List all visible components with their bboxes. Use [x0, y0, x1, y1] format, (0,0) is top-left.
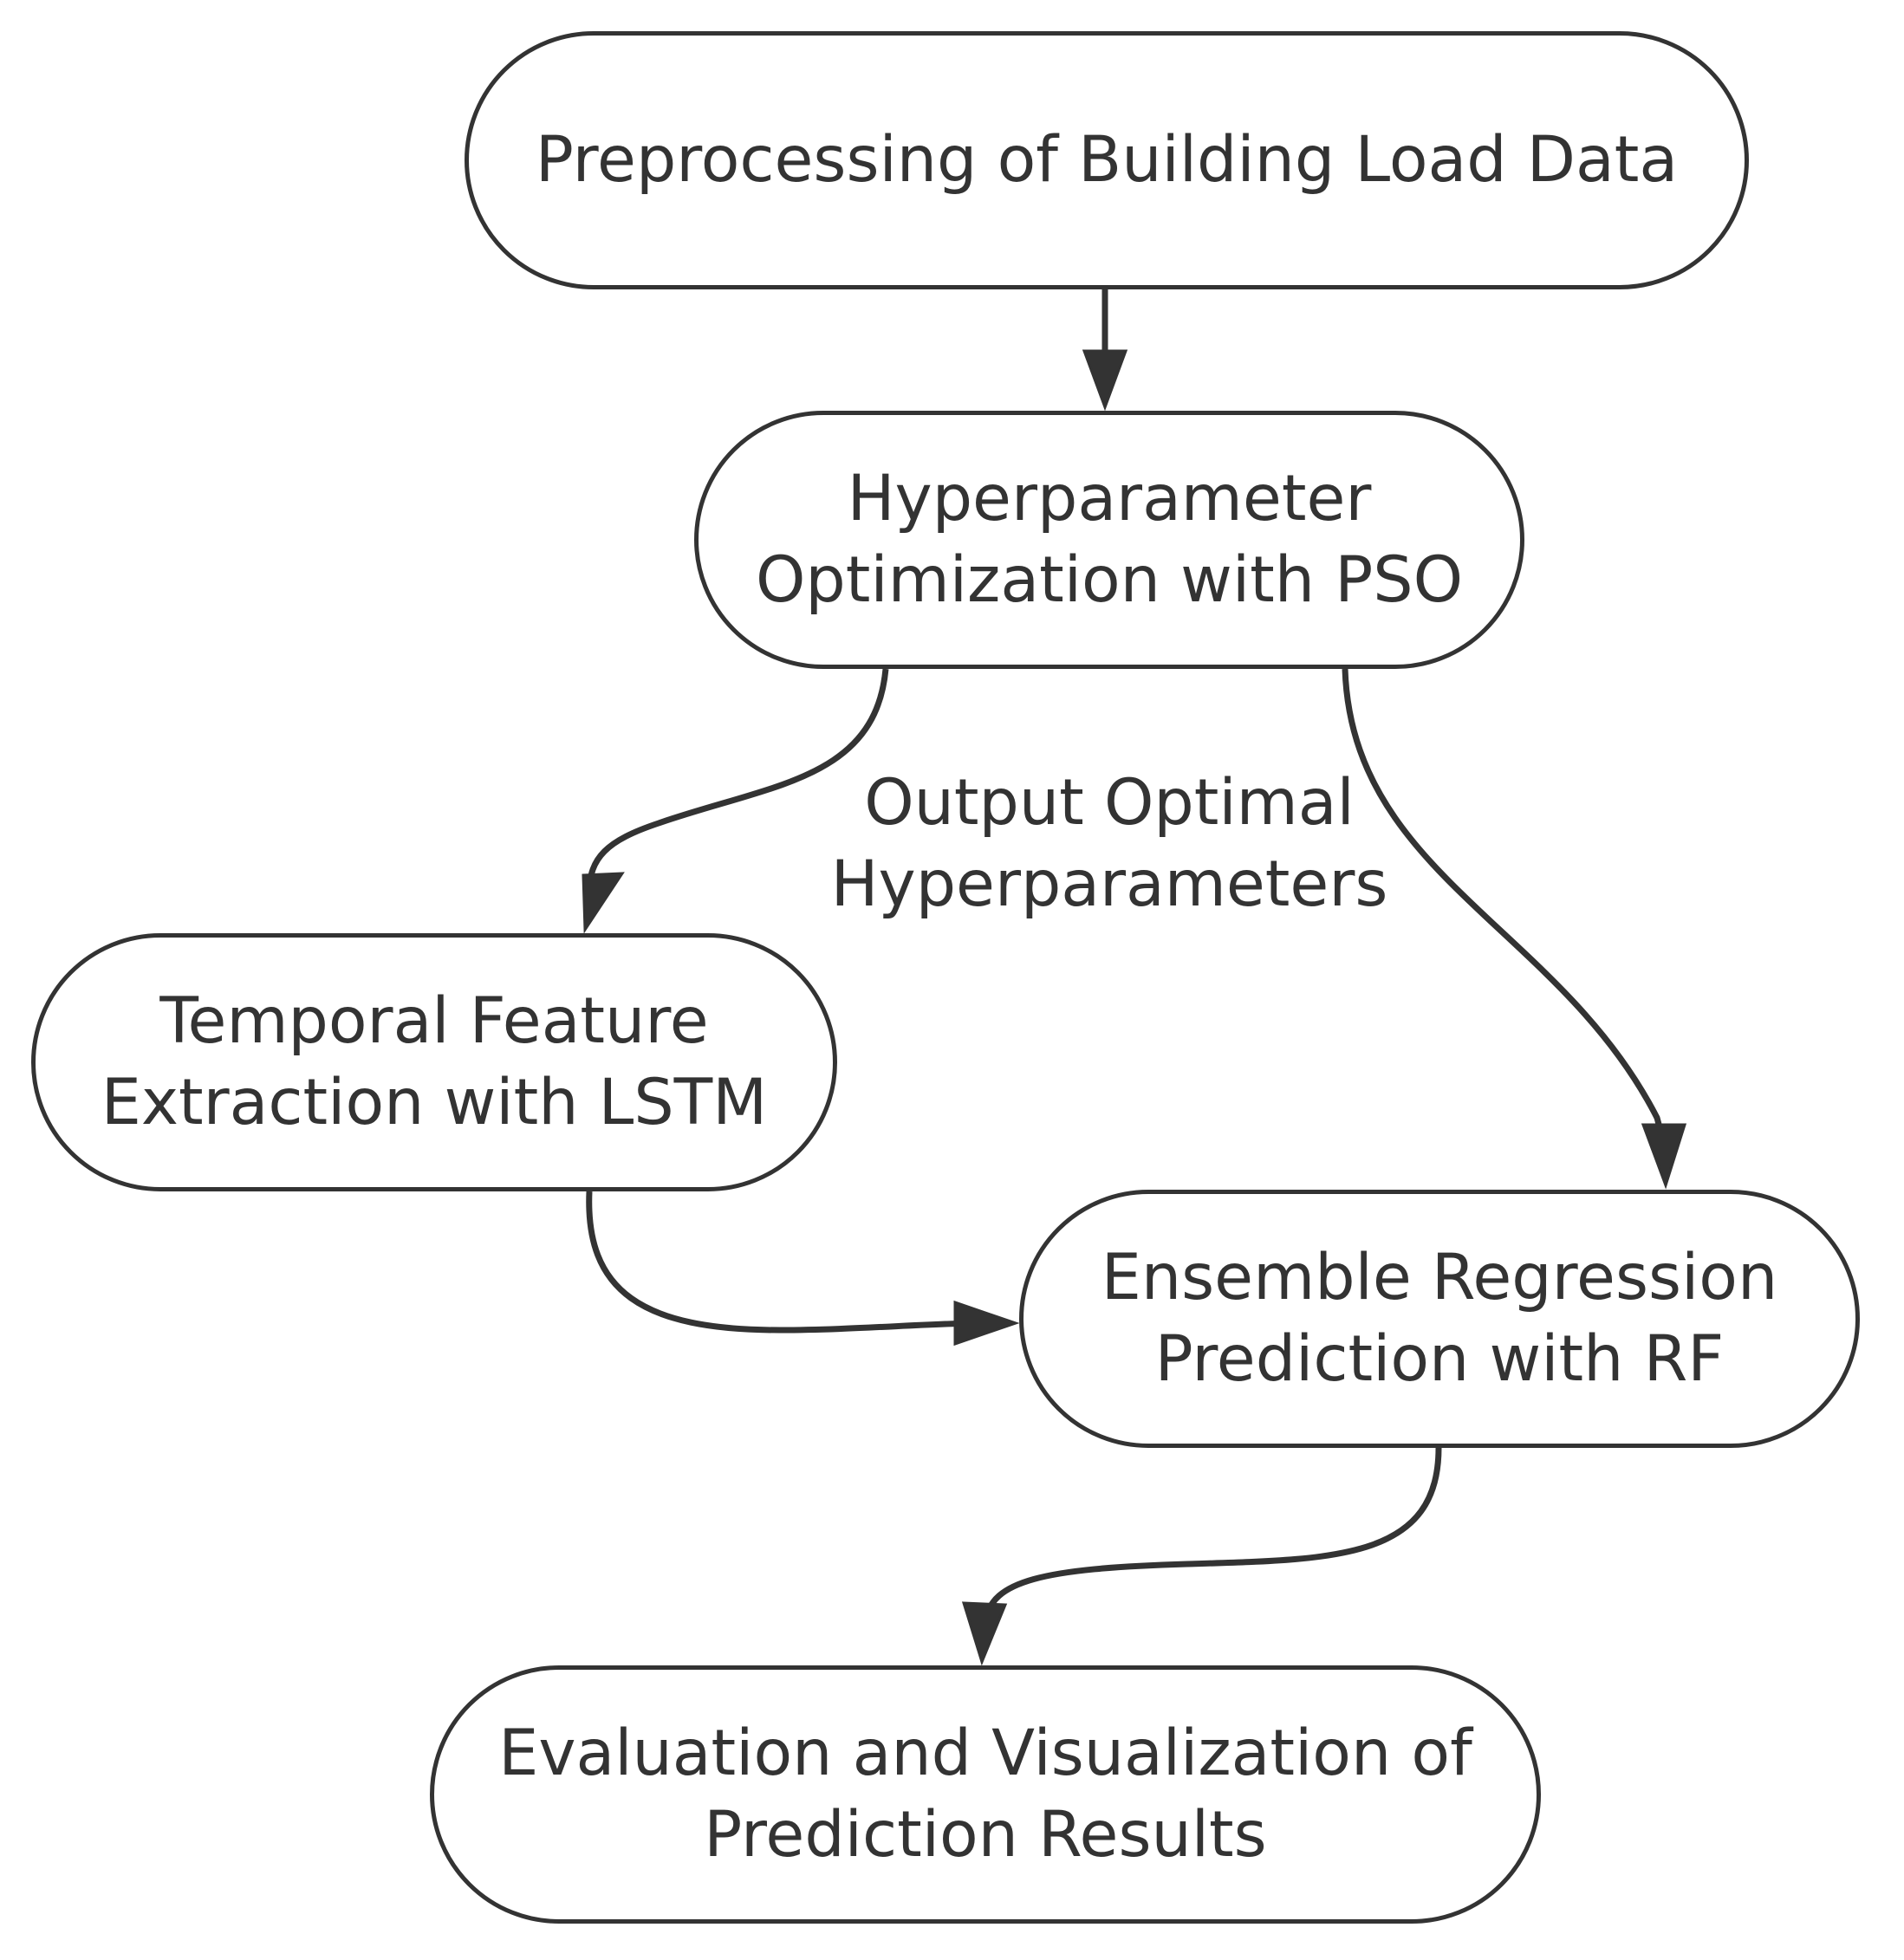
- arrowhead-icon: [953, 1300, 1020, 1347]
- edge-pso-to-lstm: [582, 668, 889, 934]
- node-label: Preprocessing of Building Load Data: [535, 123, 1679, 197]
- edge-pso-to-rf: [1342, 668, 1687, 1190]
- node-label: Ensemble Regression Prediction with RF: [1101, 1241, 1778, 1396]
- node-rf-prediction: Ensemble Regression Prediction with RF: [1019, 1190, 1860, 1448]
- arrowhead-icon: [1641, 1123, 1687, 1190]
- node-lstm-extraction: Temporal Feature Extraction with LSTM: [31, 933, 837, 1191]
- edge-rf-to-evaluation: [961, 1447, 1442, 1666]
- node-label: Evaluation and Visualization of Predicti…: [498, 1717, 1472, 1872]
- edge-label-optimal-hyperparameters: Output Optimal Hyperparameters: [830, 766, 1388, 921]
- node-label: Temporal Feature Extraction with LSTM: [101, 984, 768, 1139]
- arrowhead-icon: [961, 1601, 1008, 1666]
- arrowhead-icon: [1082, 349, 1128, 412]
- node-pso-optimization: Hyperparameter Optimization with PSO: [694, 411, 1524, 669]
- edge-preprocessing-to-pso: [1082, 289, 1128, 412]
- edge-lstm-to-rf: [586, 1191, 1020, 1347]
- node-preprocessing: Preprocessing of Building Load Data: [465, 31, 1749, 289]
- arrowhead-icon: [582, 872, 625, 934]
- node-label: Hyperparameter Optimization with PSO: [755, 462, 1464, 617]
- node-evaluation: Evaluation and Visualization of Predicti…: [430, 1665, 1541, 1924]
